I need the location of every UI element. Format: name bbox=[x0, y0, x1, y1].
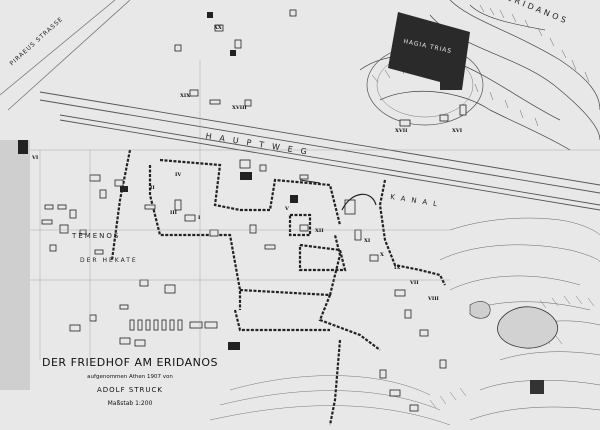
tomb-row-bottom bbox=[119, 319, 218, 347]
piraeus-street bbox=[0, 0, 131, 111]
numeral-viii: VIII bbox=[428, 296, 439, 302]
numeral-v: V bbox=[285, 206, 289, 212]
dark-features bbox=[18, 12, 298, 350]
scale-note: Maßstab 1:200 bbox=[107, 400, 153, 407]
numeral-ii: II bbox=[150, 185, 155, 191]
exedra bbox=[341, 193, 377, 211]
author-name: ADOLF STRUCK bbox=[96, 386, 164, 394]
temenos-label: TEMENOS bbox=[72, 232, 121, 240]
numeral-vi: VI bbox=[32, 155, 39, 161]
left-margin-strip bbox=[0, 140, 30, 390]
survey-note: aufgenommen Athen 1907 von bbox=[87, 374, 173, 380]
numeral-iv: IV bbox=[175, 172, 182, 178]
numeral-xx: XX bbox=[214, 25, 222, 31]
hekate-label: DER HEKATE bbox=[80, 257, 138, 264]
kanal-detail bbox=[299, 179, 321, 184]
map-title: DER FRIEDHOF AM ERIDANOS bbox=[42, 356, 218, 369]
bottom-arcs bbox=[209, 375, 451, 426]
numeral-iii: III bbox=[170, 210, 178, 216]
numeral-xvi: XVI bbox=[452, 128, 463, 134]
numeral-i: I bbox=[198, 215, 201, 221]
numeral-xvii: XVII bbox=[395, 128, 408, 134]
survey-lines bbox=[30, 60, 600, 360]
numeral-xix: XIX bbox=[180, 93, 191, 99]
dark-block-right bbox=[530, 380, 544, 394]
numeral-x: X bbox=[380, 252, 384, 258]
hagia-triada-church bbox=[388, 12, 470, 90]
numeral-xviii: XVIII bbox=[232, 105, 247, 111]
numeral-vii: VII bbox=[410, 280, 419, 286]
tomb-markers bbox=[41, 9, 467, 412]
hauptweg-road bbox=[39, 91, 600, 211]
rock-outcrop-small bbox=[469, 301, 491, 319]
enclosure-walls bbox=[110, 149, 446, 426]
numeral-xi: XI bbox=[364, 238, 371, 244]
numeral-xii: XII bbox=[315, 228, 324, 234]
numeral-ix: IX bbox=[394, 265, 401, 271]
rock-outcrop bbox=[497, 306, 558, 349]
